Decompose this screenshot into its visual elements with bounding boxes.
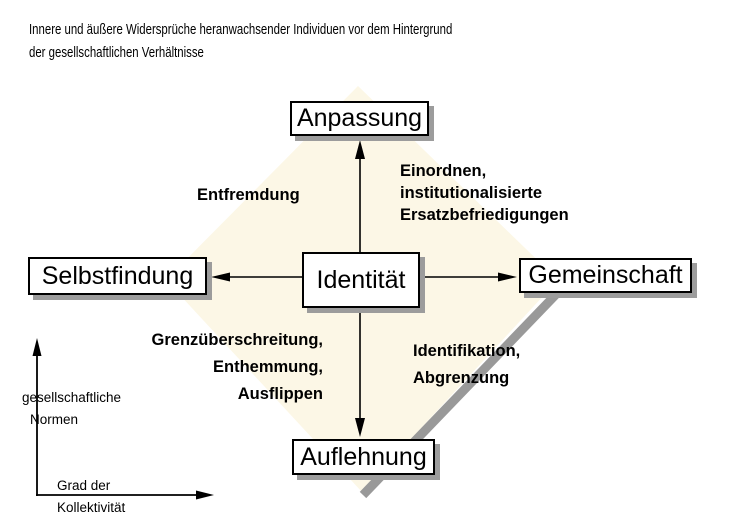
node-auflehnung: Auflehnung — [292, 439, 435, 475]
x-axis-label-line-2: Kollektivität — [57, 500, 126, 515]
label-einordnen: Einordnen, institutionalisierte Ersatzbe… — [400, 160, 569, 226]
node-selbstfindung: Selbstfindung — [28, 257, 207, 295]
arrow-left — [211, 272, 302, 282]
label-einordnen-line-2: institutionalisierte — [400, 184, 543, 202]
label-grenz-line-3: Ausflippen — [237, 385, 323, 403]
label-identifikation: Identifikation, Abgrenzung — [413, 338, 520, 392]
y-axis-label-line-1: gesellschaftliche — [22, 390, 122, 405]
label-einordnen-line-3: Ersatzbefriedigungen — [400, 206, 569, 224]
label-grenzueberschreitung: Grenzüberschreitung, Enthemmung, Ausflip… — [128, 327, 323, 408]
title-line-2: der gesellschaftlichen Verhältnisse — [29, 44, 204, 61]
node-anpassung: Anpassung — [290, 101, 429, 136]
arrow-down — [355, 305, 365, 437]
x-axis-label: Grad der Kollektivität — [57, 475, 125, 519]
arrow-right — [418, 272, 517, 282]
label-entfremdung: Entfremdung — [197, 186, 300, 204]
node-gemeinschaft: Gemeinschaft — [519, 258, 692, 293]
y-axis-label: gesellschaftliche Normen — [22, 387, 121, 431]
label-einordnen-line-1: Einordnen, — [400, 162, 487, 180]
arrow-up — [355, 140, 365, 252]
y-axis-label-line-2: Normen — [30, 412, 79, 427]
x-axis-label-line-1: Grad der — [57, 478, 111, 493]
axis — [32, 338, 214, 500]
label-grenz-line-2: Enthemmung, — [213, 358, 323, 376]
label-grenz-line-1: Grenzüberschreitung, — [151, 331, 323, 349]
diagram-title: Innere und äußere Widersprüche heranwach… — [29, 18, 452, 64]
label-ident-line-2: Abgrenzung — [413, 369, 510, 387]
label-ident-line-1: Identifikation, — [413, 342, 521, 360]
node-identitaet: Identität — [302, 252, 420, 308]
title-line-1: Innere und äußere Widersprüche heranwach… — [29, 21, 453, 38]
